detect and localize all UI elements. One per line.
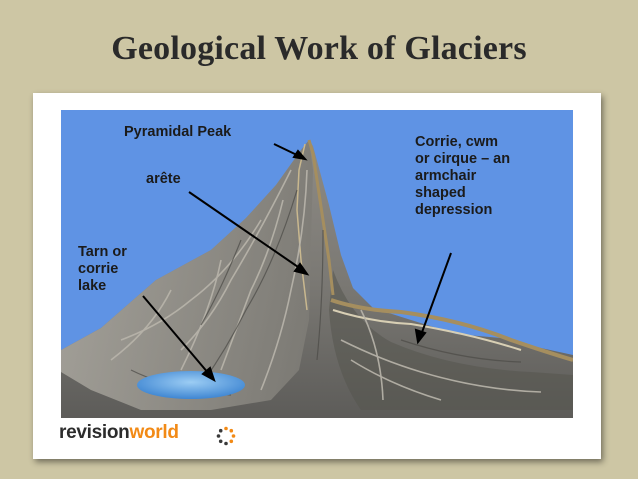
label-arrows — [142, 143, 452, 383]
slide-title: Geological Work of Glaciers — [111, 30, 527, 67]
label-tarn: Tarn or corrie lake — [78, 244, 127, 294]
label-pyramidal-peak: Pyramidal Peak — [124, 124, 232, 140]
tarn-lake — [137, 371, 245, 399]
arete-ridge — [307, 139, 335, 296]
west-face — [61, 140, 313, 410]
dotted-circle-icon — [216, 426, 236, 446]
label-arete: arête — [146, 171, 181, 187]
corrie-rim — [330, 298, 573, 362]
logo-text-revision: revision — [59, 422, 130, 443]
diagram-frame: Pyramidal Peak arête Tarn or corrie lake… — [33, 93, 601, 459]
revisionworld-logo: revisionworld — [59, 422, 179, 444]
logo-text-world: world — [129, 422, 179, 443]
glacier-diagram — [61, 110, 573, 418]
corrie-hollow — [329, 270, 573, 410]
label-corrie: Corrie, cwm or cirque – an armchair shap… — [415, 134, 511, 218]
